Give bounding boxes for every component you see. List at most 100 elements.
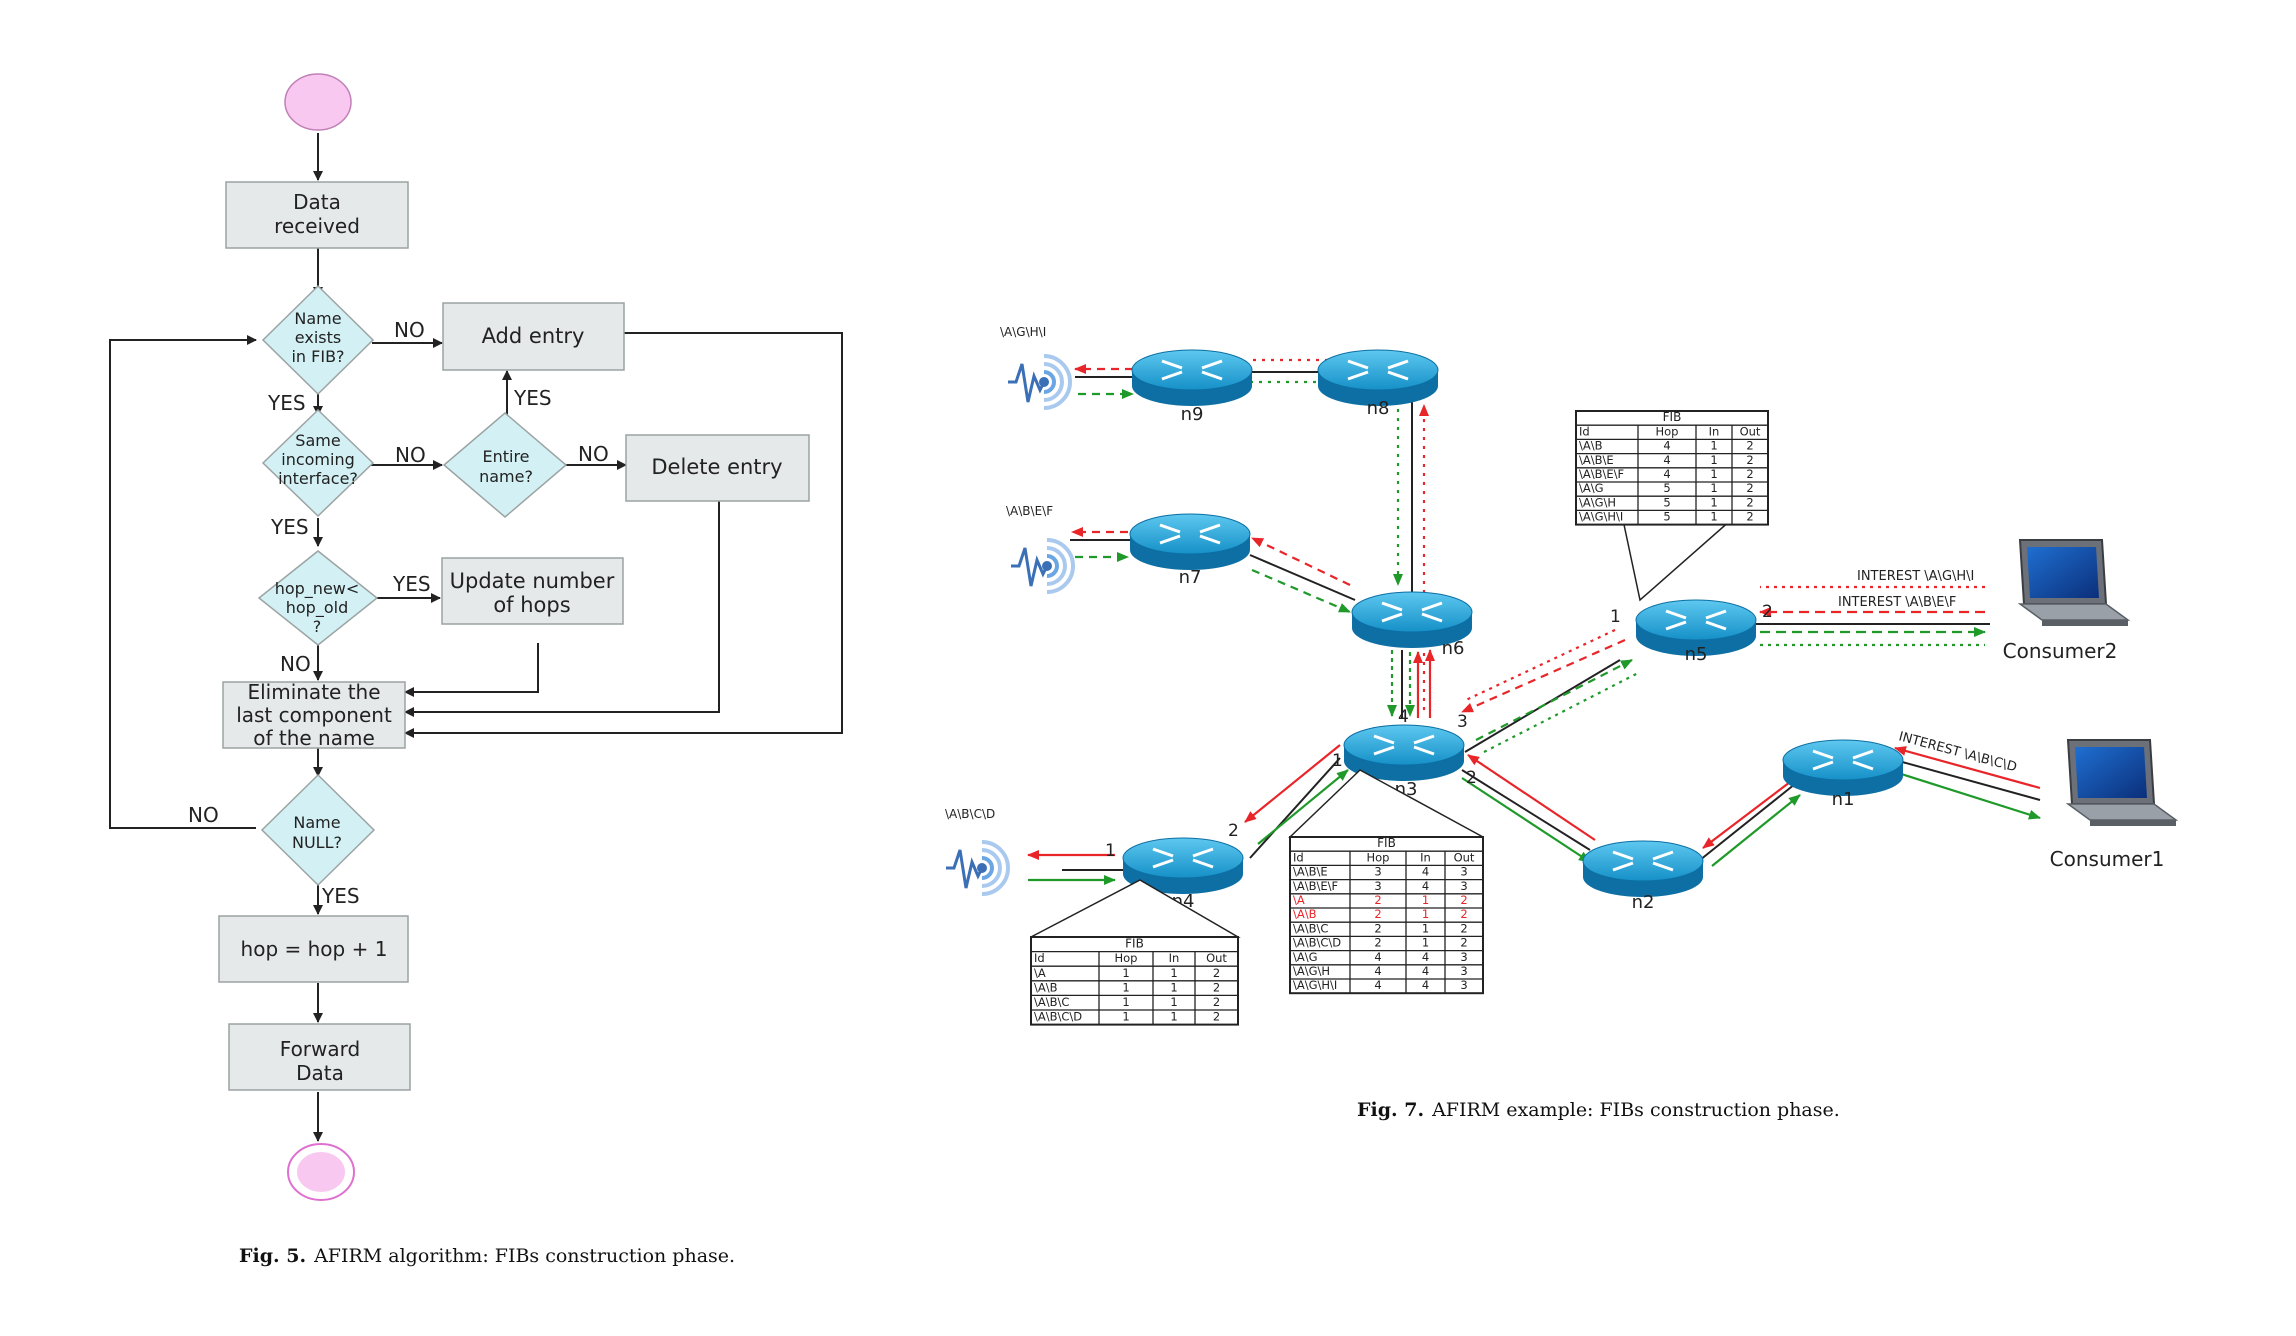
fib-header-cell: In — [1709, 424, 1720, 438]
label-no: NO — [578, 442, 609, 466]
fib-cell: 4 — [1422, 865, 1429, 879]
producer-label-aghi: \A\G\H\I — [1000, 325, 1046, 339]
router-icon-n3 — [1343, 724, 1465, 781]
routers — [1122, 349, 1904, 897]
node-n5: n5 — [1685, 644, 1708, 665]
fib-cell: 2 — [1460, 936, 1467, 950]
fib-cell: 2 — [1213, 966, 1220, 980]
fib-header-cell: Hop — [1656, 424, 1679, 438]
fib-header-cell: Out — [1740, 424, 1761, 438]
node-n8: n8 — [1367, 398, 1390, 419]
router-icon-n9 — [1131, 349, 1253, 406]
wireless-producer-icon-abef — [1011, 538, 1075, 594]
port-label: 2 — [1762, 602, 1773, 622]
producer-label-abcd: \A\B\C\D — [945, 807, 995, 821]
interest-label-abef: INTEREST \A\B\E\F — [1838, 595, 1956, 610]
label-no: NO — [394, 318, 425, 342]
port-label: 2 — [1228, 821, 1239, 841]
fib-title: FIB — [1663, 410, 1682, 424]
fib-cell: \A\B — [1579, 439, 1603, 453]
fib-cell: 5 — [1663, 495, 1670, 509]
label-no: NO — [188, 803, 219, 827]
fib-cell: \A\G — [1293, 950, 1318, 964]
interest-label-abcd: INTEREST \A\B\C\D — [1897, 729, 2018, 775]
label-yes: YES — [321, 884, 360, 908]
consumer1-label: Consumer1 — [2050, 847, 2165, 871]
fib-cell: 1 — [1710, 510, 1717, 524]
fib-cell: 1 — [1122, 966, 1129, 980]
fib-cell: 2 — [1746, 510, 1753, 524]
add-entry-box: Add entry — [482, 324, 585, 348]
router-icon-n2 — [1582, 840, 1704, 897]
fib-cell: 1 — [1422, 893, 1429, 907]
fib-cell: 5 — [1663, 481, 1670, 495]
fib-cell: 2 — [1746, 481, 1753, 495]
wireless-producer-icon-abcd — [946, 840, 1010, 896]
fib-cell: \A\B\C — [1034, 995, 1069, 1009]
wireless-producer-icon-aghi — [1008, 354, 1072, 410]
fib-cell: 2 — [1374, 893, 1381, 907]
fib-cell: 2 — [1746, 467, 1753, 481]
label-no: NO — [395, 443, 426, 467]
node-n9: n9 — [1181, 404, 1204, 425]
fib-cell: 3 — [1374, 865, 1381, 879]
fib-cell: 3 — [1460, 879, 1467, 893]
label-no: NO — [280, 652, 311, 676]
router-icon-n1 — [1782, 739, 1904, 796]
node-n1: n1 — [1832, 789, 1855, 810]
router-icon-n5 — [1635, 599, 1757, 656]
fib-cell: 1 — [1422, 936, 1429, 950]
fib-cell: 4 — [1663, 453, 1670, 467]
fib-header-cell: Id — [1293, 850, 1304, 864]
fib-cell: 4 — [1374, 964, 1381, 978]
port-label: 1 — [1332, 751, 1343, 771]
network-fig7: n9 n8 n7 n6 n5 n3 n2 n1 n4 1 2 1 2 3 4 1… — [945, 325, 2179, 1121]
router-icon-n6 — [1351, 591, 1473, 648]
router-icon-n7 — [1129, 513, 1251, 570]
fib-header-cell: Id — [1579, 424, 1590, 438]
fib-cell: 4 — [1422, 978, 1429, 992]
port-label: 4 — [1398, 707, 1409, 727]
fib-cell: 4 — [1663, 467, 1670, 481]
fib-cell: 1 — [1170, 995, 1177, 1009]
fib-header-cell: In — [1420, 850, 1431, 864]
hop-increment-box: hop = hop + 1 — [241, 937, 388, 961]
fib-cell: 1 — [1170, 1010, 1177, 1024]
fib-cell: \A\B\E — [1293, 865, 1328, 879]
fib-cell: 1 — [1710, 439, 1717, 453]
fib-cell: 1 — [1710, 495, 1717, 509]
port-label: 2 — [1466, 768, 1477, 788]
fib-cell: \A\B\E — [1579, 453, 1614, 467]
label-yes: YES — [270, 515, 309, 539]
end-node — [287, 1143, 355, 1201]
fib-cell: 3 — [1460, 865, 1467, 879]
fib-cell: 3 — [1374, 879, 1381, 893]
node-n6: n6 — [1442, 638, 1465, 659]
delete-entry-box: Delete entry — [651, 455, 782, 479]
fig5-caption: Fig. 5.AFIRM algorithm: FIBs constructio… — [239, 1245, 735, 1267]
port-label: 1 — [1105, 841, 1116, 861]
fib-cell: \A\B\E\F — [1293, 879, 1338, 893]
start-node — [284, 73, 352, 131]
fib-cell: 1 — [1710, 481, 1717, 495]
fib-cell: \A\G\H — [1579, 495, 1616, 509]
fib-cell: \A\G\H — [1293, 964, 1330, 978]
fib-header-cell: Hop — [1367, 850, 1390, 864]
fib-cell: 5 — [1663, 510, 1670, 524]
fib-cell: \A\B — [1034, 980, 1058, 994]
node-n2: n2 — [1632, 892, 1655, 913]
laptop-icon-consumer2 — [2017, 539, 2131, 626]
fib-cell: 1 — [1422, 907, 1429, 921]
fib-cell: \A\B\C — [1293, 921, 1328, 935]
fib-cell: 2 — [1213, 980, 1220, 994]
label-yes: YES — [392, 572, 431, 596]
